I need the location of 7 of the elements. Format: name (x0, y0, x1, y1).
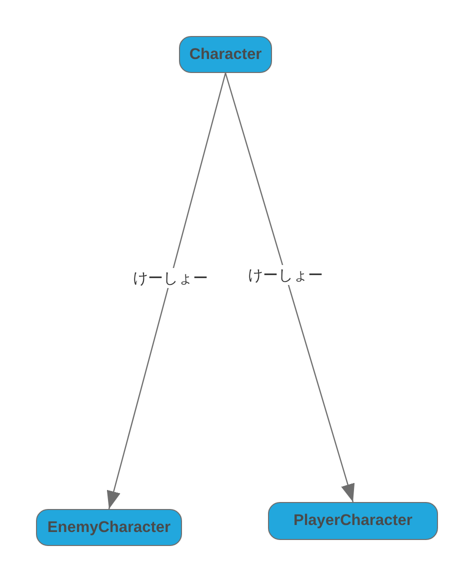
edge-label: けーしょー (246, 264, 324, 285)
arrow (106, 72, 226, 510)
class-box: Character (179, 36, 272, 73)
edge-label: けーしょー (132, 268, 210, 288)
class-box: EnemyCharacter (36, 509, 182, 546)
class-box: PlayerCharacter (268, 502, 438, 540)
arrow (224, 72, 355, 502)
